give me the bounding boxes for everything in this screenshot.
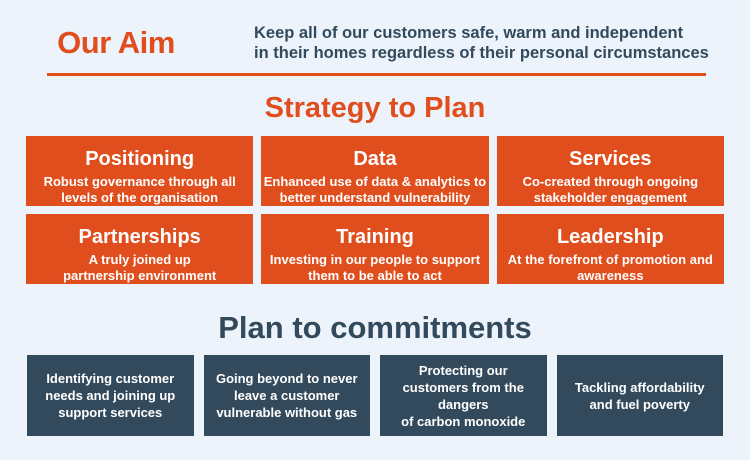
strategy-box-description: Investing in our people to support them … xyxy=(269,252,481,283)
plan-to-commitments-heading: Plan to commitments xyxy=(218,310,532,345)
strategy-box-title: Positioning xyxy=(85,148,195,170)
our-aim-heading: Our Aim xyxy=(57,25,175,60)
strategy-box-positioning: Positioning Robust governance through al… xyxy=(26,136,254,206)
strategy-box-description: Robust governance through all levels of … xyxy=(43,174,236,205)
commitment-box-carbon-monoxide: Protecting our customers from the danger… xyxy=(380,355,547,436)
aim-description: Keep all of our customers safe, warm and… xyxy=(254,23,709,63)
strategy-box-description: Co-created through ongoing stakeholder e… xyxy=(522,174,699,205)
strategy-box-description: A truly joined up partnership environmen… xyxy=(63,252,217,283)
strategy-to-plan-heading: Strategy to Plan xyxy=(264,92,486,124)
strategy-box-training: Training Investing in our people to supp… xyxy=(261,214,489,284)
strategy-box-services: Services Co-created through ongoing stak… xyxy=(496,136,724,206)
orange-divider xyxy=(47,73,706,76)
strategy-box-title: Data xyxy=(353,148,397,170)
strategy-box-leadership: Leadership At the forefront of promotion… xyxy=(496,214,724,284)
strategy-box-title: Training xyxy=(336,226,414,248)
strategy-box-description: At the forefront of promotion and awaren… xyxy=(507,252,713,283)
strategy-grid: Positioning Robust governance through al… xyxy=(26,136,724,284)
strategy-box-title: Services xyxy=(569,148,652,170)
strategy-box-title: Partnerships xyxy=(78,226,201,248)
strategy-box-partnerships: Partnerships A truly joined up partnersh… xyxy=(26,214,254,284)
strategy-box-title: Leadership xyxy=(556,226,664,248)
strategy-box-description: Enhanced use of data & analytics to bett… xyxy=(263,174,487,205)
commitments-row: Identifying customer needs and joining u… xyxy=(27,355,723,436)
aim-header: Our Aim Keep all of our customers safe, … xyxy=(0,0,750,73)
commitment-box-affordability: Tackling affordability and fuel poverty xyxy=(556,355,723,436)
strategy-box-data: Data Enhanced use of data & analytics to… xyxy=(261,136,489,206)
commitment-box-identifying-needs: Identifying customer needs and joining u… xyxy=(27,355,194,436)
commitment-box-never-without-gas: Going beyond to never leave a customer v… xyxy=(203,355,370,436)
